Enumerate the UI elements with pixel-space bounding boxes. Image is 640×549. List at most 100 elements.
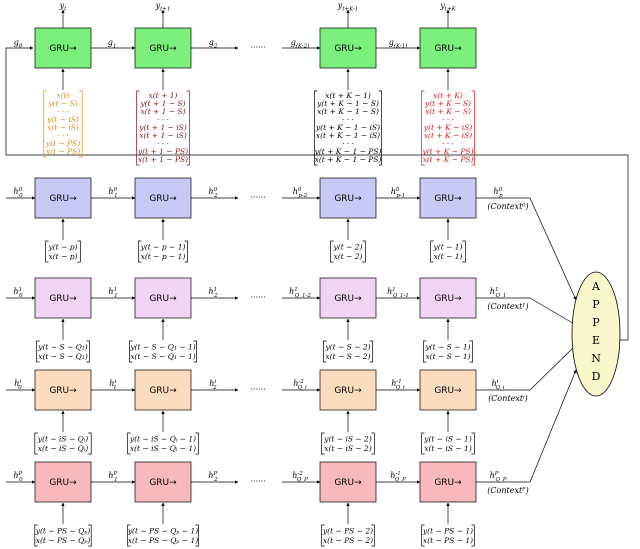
vector-entry: x(t + K − 1 − iS) bbox=[316, 131, 380, 140]
decoder-state-label: g(K-2) bbox=[291, 38, 309, 50]
gru-label: GRU→ bbox=[149, 194, 177, 204]
context-label: (Contextᴾ) bbox=[487, 486, 528, 495]
vector-entry: x(t + K − PS) bbox=[423, 155, 474, 164]
gru-box-rect bbox=[134, 27, 192, 69]
vector-entry: y(t + K − S) bbox=[424, 99, 471, 108]
vector-entry: · · · bbox=[442, 139, 454, 148]
vector-entry: y(t − S − 1) bbox=[424, 343, 470, 352]
vector-entry: x(t − p) bbox=[49, 252, 78, 261]
bracket-left bbox=[421, 524, 425, 547]
decoder-input-vector: x(t + K)y(t + K − S)x(t + K − S)· · ·y(t… bbox=[421, 90, 475, 166]
vector-entry: y(t − PS − Qₚ) bbox=[35, 527, 91, 536]
bracket-right bbox=[88, 524, 92, 547]
vector-entry: x(t − iS) bbox=[47, 123, 79, 132]
gru-label: GRU→ bbox=[334, 386, 362, 396]
vector-entry: y(t − PS − Qₚ − 1) bbox=[127, 527, 198, 536]
encoder-ellipsis: ······ bbox=[250, 193, 265, 202]
encoder-gru-box: GRU→ bbox=[319, 369, 377, 411]
vector-entry: x(t − S − 1) bbox=[425, 352, 470, 361]
vector-entry: x(t − iS − Qᵢ − 1) bbox=[130, 444, 196, 453]
encoder-gru-box: GRU→ bbox=[34, 461, 92, 503]
decoder-output-label: yt+K-1 bbox=[337, 1, 358, 13]
bracket-left bbox=[36, 340, 40, 363]
gru-label: GRU→ bbox=[434, 294, 462, 304]
vector-entry: y(t − iS − 2) bbox=[323, 435, 372, 444]
vector-entry: x(t − iS − Qᵢ) bbox=[38, 444, 88, 453]
vector-entry: · · · bbox=[342, 115, 354, 124]
vector-entry: x(t − PS − 1) bbox=[423, 536, 473, 545]
bracket-right bbox=[186, 90, 190, 166]
context-label: (Contextⁱ) bbox=[488, 394, 528, 403]
gru-label: GRU→ bbox=[434, 386, 462, 396]
vector-entry: y(t − p − 1) bbox=[140, 243, 186, 252]
bracket-right bbox=[184, 240, 188, 263]
decoder-state-label: g1 bbox=[108, 38, 117, 50]
gru-box-rect bbox=[34, 461, 92, 503]
gru-label: GRU→ bbox=[334, 44, 362, 54]
encoder-gru-box: GRU→ bbox=[34, 177, 92, 219]
bracket-left bbox=[34, 432, 38, 455]
encoder-gru-box: GRU→ bbox=[34, 369, 92, 411]
encoder-gru-box: GRU→ bbox=[34, 277, 92, 319]
encoder-gru-box: GRU→ bbox=[134, 369, 192, 411]
context-to-append-arrow bbox=[529, 344, 577, 391]
bracket-left bbox=[321, 432, 325, 455]
gru-label: GRU→ bbox=[49, 194, 77, 204]
encoder-input-vector: y(t − iS − 1)x(t − iS − 1) bbox=[421, 432, 475, 455]
append-letter: A bbox=[591, 280, 601, 293]
bracket-left bbox=[314, 90, 318, 166]
encoder-input-vector: y(t − PS − 2)x(t − PS − 2) bbox=[321, 524, 375, 547]
vector-entry: · · · bbox=[342, 139, 354, 148]
gru-label: GRU→ bbox=[334, 294, 362, 304]
decoder-input-vector: x(t + K − 1)y(t + K − 1 − S)x(t + K − 1 … bbox=[314, 90, 382, 166]
encoder-input-vector: y(t − S − 2)x(t − S − 2) bbox=[323, 340, 373, 363]
append-ellipse bbox=[571, 271, 621, 397]
vector-entry: x(t − S − 2) bbox=[325, 352, 370, 361]
decoder-gru-box: GRU→ bbox=[419, 27, 477, 69]
encoder-gru-box: GRU→ bbox=[319, 177, 377, 219]
context-to-append-arrow bbox=[529, 197, 577, 301]
decoder-output-label: yt+K bbox=[439, 1, 456, 13]
vector-entry: x(t + 1) bbox=[149, 91, 178, 100]
decoder-input-vector: x(t)y(t − S)· · ·y(t − iS)x(t − iS)· · ·… bbox=[43, 90, 83, 158]
context-label: (Context⁰) bbox=[487, 202, 528, 211]
decoder-output-label: yt bbox=[59, 1, 68, 13]
append-letter: P bbox=[592, 316, 600, 329]
gru-box-rect bbox=[134, 177, 192, 219]
bracket-left bbox=[423, 340, 427, 363]
vector-entry: x(t − PS − Qₚ) bbox=[36, 536, 91, 545]
encoder-input-vector: y(t − iS − 2)x(t − iS − 2) bbox=[321, 432, 375, 455]
bracket-right bbox=[369, 340, 373, 363]
vector-entry: y(t + K − 1 − PS) bbox=[314, 147, 382, 156]
context-feedback-line bbox=[5, 46, 629, 341]
vector-entry: x(t − iS − 1) bbox=[424, 444, 472, 453]
encoder-input-vector: y(t − PS − Qₚ)x(t − PS − Qₚ) bbox=[34, 524, 92, 547]
vector-entry: y(t − PS) bbox=[45, 139, 80, 148]
vector-entry: x(t + K − 1 − PS) bbox=[315, 155, 382, 164]
bracket-left bbox=[323, 340, 327, 363]
vector-entry: y(t − S − 2) bbox=[324, 343, 370, 352]
append-letter: N bbox=[591, 352, 601, 365]
decoder-input-vector: x(t + 1)y(t + 1 − S)x(t + 1 − S)· · ·y(t… bbox=[136, 90, 190, 166]
decoder-state-label: g(K-1) bbox=[389, 38, 407, 50]
bracket-left bbox=[421, 432, 425, 455]
gru-label: GRU→ bbox=[149, 294, 177, 304]
encoder-ellipsis: ······ bbox=[250, 293, 265, 302]
bracket-right bbox=[462, 240, 466, 263]
gru-box-rect bbox=[419, 369, 477, 411]
encoder-gru-box: GRU→ bbox=[134, 277, 192, 319]
append-letter: D bbox=[592, 370, 601, 383]
encoder-gru-box: GRU→ bbox=[319, 461, 377, 503]
gru-box-rect bbox=[319, 369, 377, 411]
gru-label: GRU→ bbox=[434, 194, 462, 204]
gru-label: GRU→ bbox=[49, 386, 77, 396]
